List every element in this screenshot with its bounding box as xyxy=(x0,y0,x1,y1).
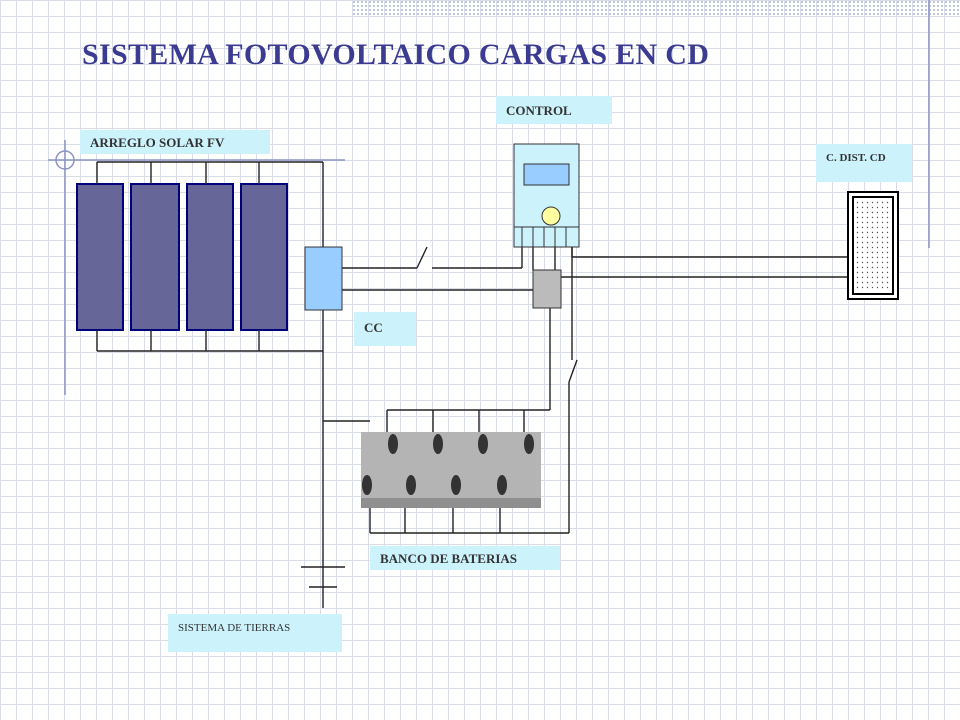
slide-decoration xyxy=(48,0,930,395)
charge-controller xyxy=(513,143,580,248)
battery xyxy=(496,432,541,508)
solar-panel xyxy=(130,183,180,331)
label-c-dist-cd: C. DIST. CD xyxy=(816,144,912,182)
dc-distribution-panel xyxy=(847,191,899,300)
solar-panel xyxy=(240,183,288,331)
cc-box xyxy=(304,246,343,311)
solar-panel xyxy=(186,183,234,331)
battery xyxy=(406,432,451,508)
label-banco-baterias: BANCO DE BATERIAS xyxy=(370,546,560,570)
wiring xyxy=(96,161,850,608)
battery-bank xyxy=(361,432,541,508)
page-title: SISTEMA FOTOVOLTAICO CARGAS EN CD xyxy=(82,38,710,71)
battery xyxy=(361,432,406,508)
controller-indicator-light xyxy=(541,206,561,226)
label-arreglo-solar: ARREGLO SOLAR FV xyxy=(80,130,270,154)
junction-box xyxy=(532,269,562,309)
solar-array xyxy=(76,183,288,331)
solar-panel xyxy=(76,183,124,331)
top-decor-band xyxy=(352,0,960,16)
label-cc: CC xyxy=(354,312,416,346)
battery xyxy=(451,432,496,508)
label-control: CONTROL xyxy=(496,96,612,124)
controller-display xyxy=(523,163,570,186)
label-sistema-tierras: SISTEMA DE TIERRAS xyxy=(168,614,342,652)
